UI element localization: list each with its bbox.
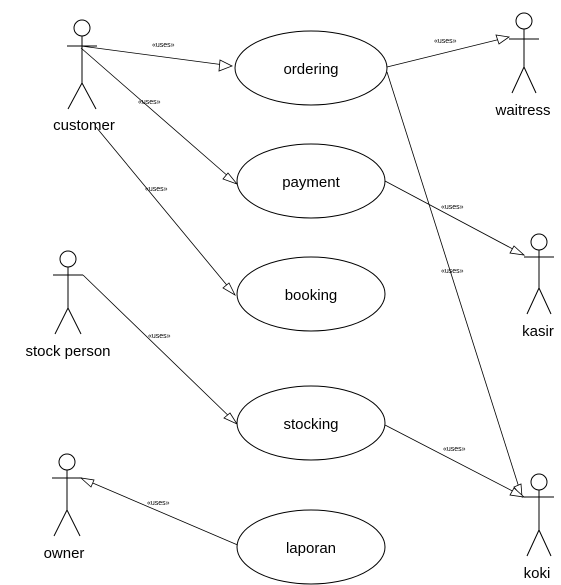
edge-stocking-koki: «uses» — [384, 424, 526, 498]
actor-stock-person: stock person — [25, 250, 111, 360]
edge-ordering-koki: «uses» — [386, 71, 523, 499]
edge-stockperson-stocking: «uses» — [82, 274, 239, 425]
edge-label: «uses» — [443, 446, 466, 453]
use-case-payment: payment — [236, 143, 386, 219]
actor-customer: customer — [53, 19, 115, 134]
actor-label: waitress — [494, 102, 550, 119]
stick-figure-icon — [524, 473, 554, 557]
use-case-label: booking — [285, 287, 338, 304]
edge-laporan-owner: «uses» — [79, 477, 241, 547]
edge-label: «uses» — [147, 500, 170, 507]
edge-label: «uses» — [138, 99, 161, 106]
use-case-label: ordering — [283, 61, 338, 78]
use-case-stocking: stocking — [236, 385, 386, 461]
edge-label: «uses» — [441, 204, 464, 211]
stick-figure-icon — [52, 453, 82, 537]
use-case-label: payment — [282, 174, 340, 191]
actor-label: koki — [524, 565, 551, 582]
stick-figure-icon — [67, 19, 97, 110]
use-case-booking: booking — [236, 256, 386, 332]
actor-label: stock person — [25, 343, 110, 360]
actor-owner: owner — [44, 453, 85, 562]
edge-label: «uses» — [145, 186, 168, 193]
edge-customer-payment: «uses» — [80, 47, 239, 185]
edge-label: «uses» — [441, 268, 464, 275]
stick-figure-icon — [53, 250, 83, 335]
use-case-laporan: laporan — [236, 509, 386, 585]
edge-customer-ordering: «uses» — [80, 42, 233, 72]
actor-label: kasir — [522, 323, 554, 340]
edge-label: «uses» — [152, 42, 175, 49]
stick-figure-icon — [509, 12, 539, 94]
actor-kasir: kasir — [522, 233, 554, 340]
edge-label: «uses» — [434, 38, 457, 45]
edge-payment-kasir: «uses» — [384, 180, 526, 256]
use-case-label: stocking — [283, 416, 338, 433]
actor-waitress: waitress — [494, 12, 551, 119]
actor-label: owner — [44, 545, 85, 562]
edge-ordering-waitress: «uses» — [386, 34, 511, 68]
actor-label: customer — [53, 117, 115, 134]
edge-customer-booking: «uses» — [95, 126, 236, 297]
use-case-ordering: ordering — [234, 30, 388, 106]
stick-figure-icon — [524, 233, 554, 315]
use-case-label: laporan — [286, 540, 336, 557]
actor-koki: koki — [524, 473, 554, 582]
edge-label: «uses» — [148, 333, 171, 340]
